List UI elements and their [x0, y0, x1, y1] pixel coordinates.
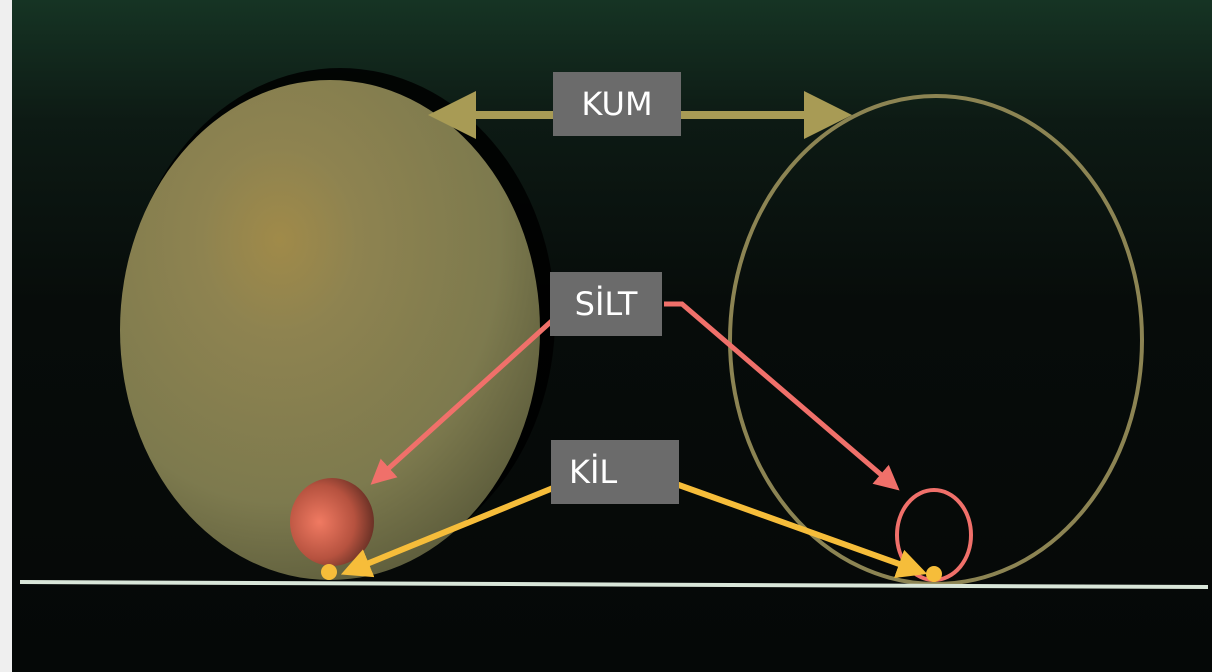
- label-silt: SİLT: [550, 272, 662, 336]
- sand-grain-outline: [728, 94, 1144, 586]
- slide-left-margin: [0, 0, 12, 672]
- clay-arrow-right: [674, 481, 928, 579]
- clay-arrow-left: [340, 485, 555, 578]
- ground-line: [19, 580, 1209, 589]
- sand-grain-solid: [120, 80, 540, 580]
- label-sand: KUM: [553, 72, 681, 136]
- clay-grain-solid: [321, 564, 337, 580]
- silt-arrow-right: [664, 301, 900, 491]
- particle-size-diagram: [19, 68, 1209, 589]
- clay-grain-right: [926, 566, 942, 582]
- label-clay: KİL: [551, 440, 679, 504]
- silt-grain-solid: [290, 478, 374, 566]
- silt-arrow-left: [370, 316, 557, 485]
